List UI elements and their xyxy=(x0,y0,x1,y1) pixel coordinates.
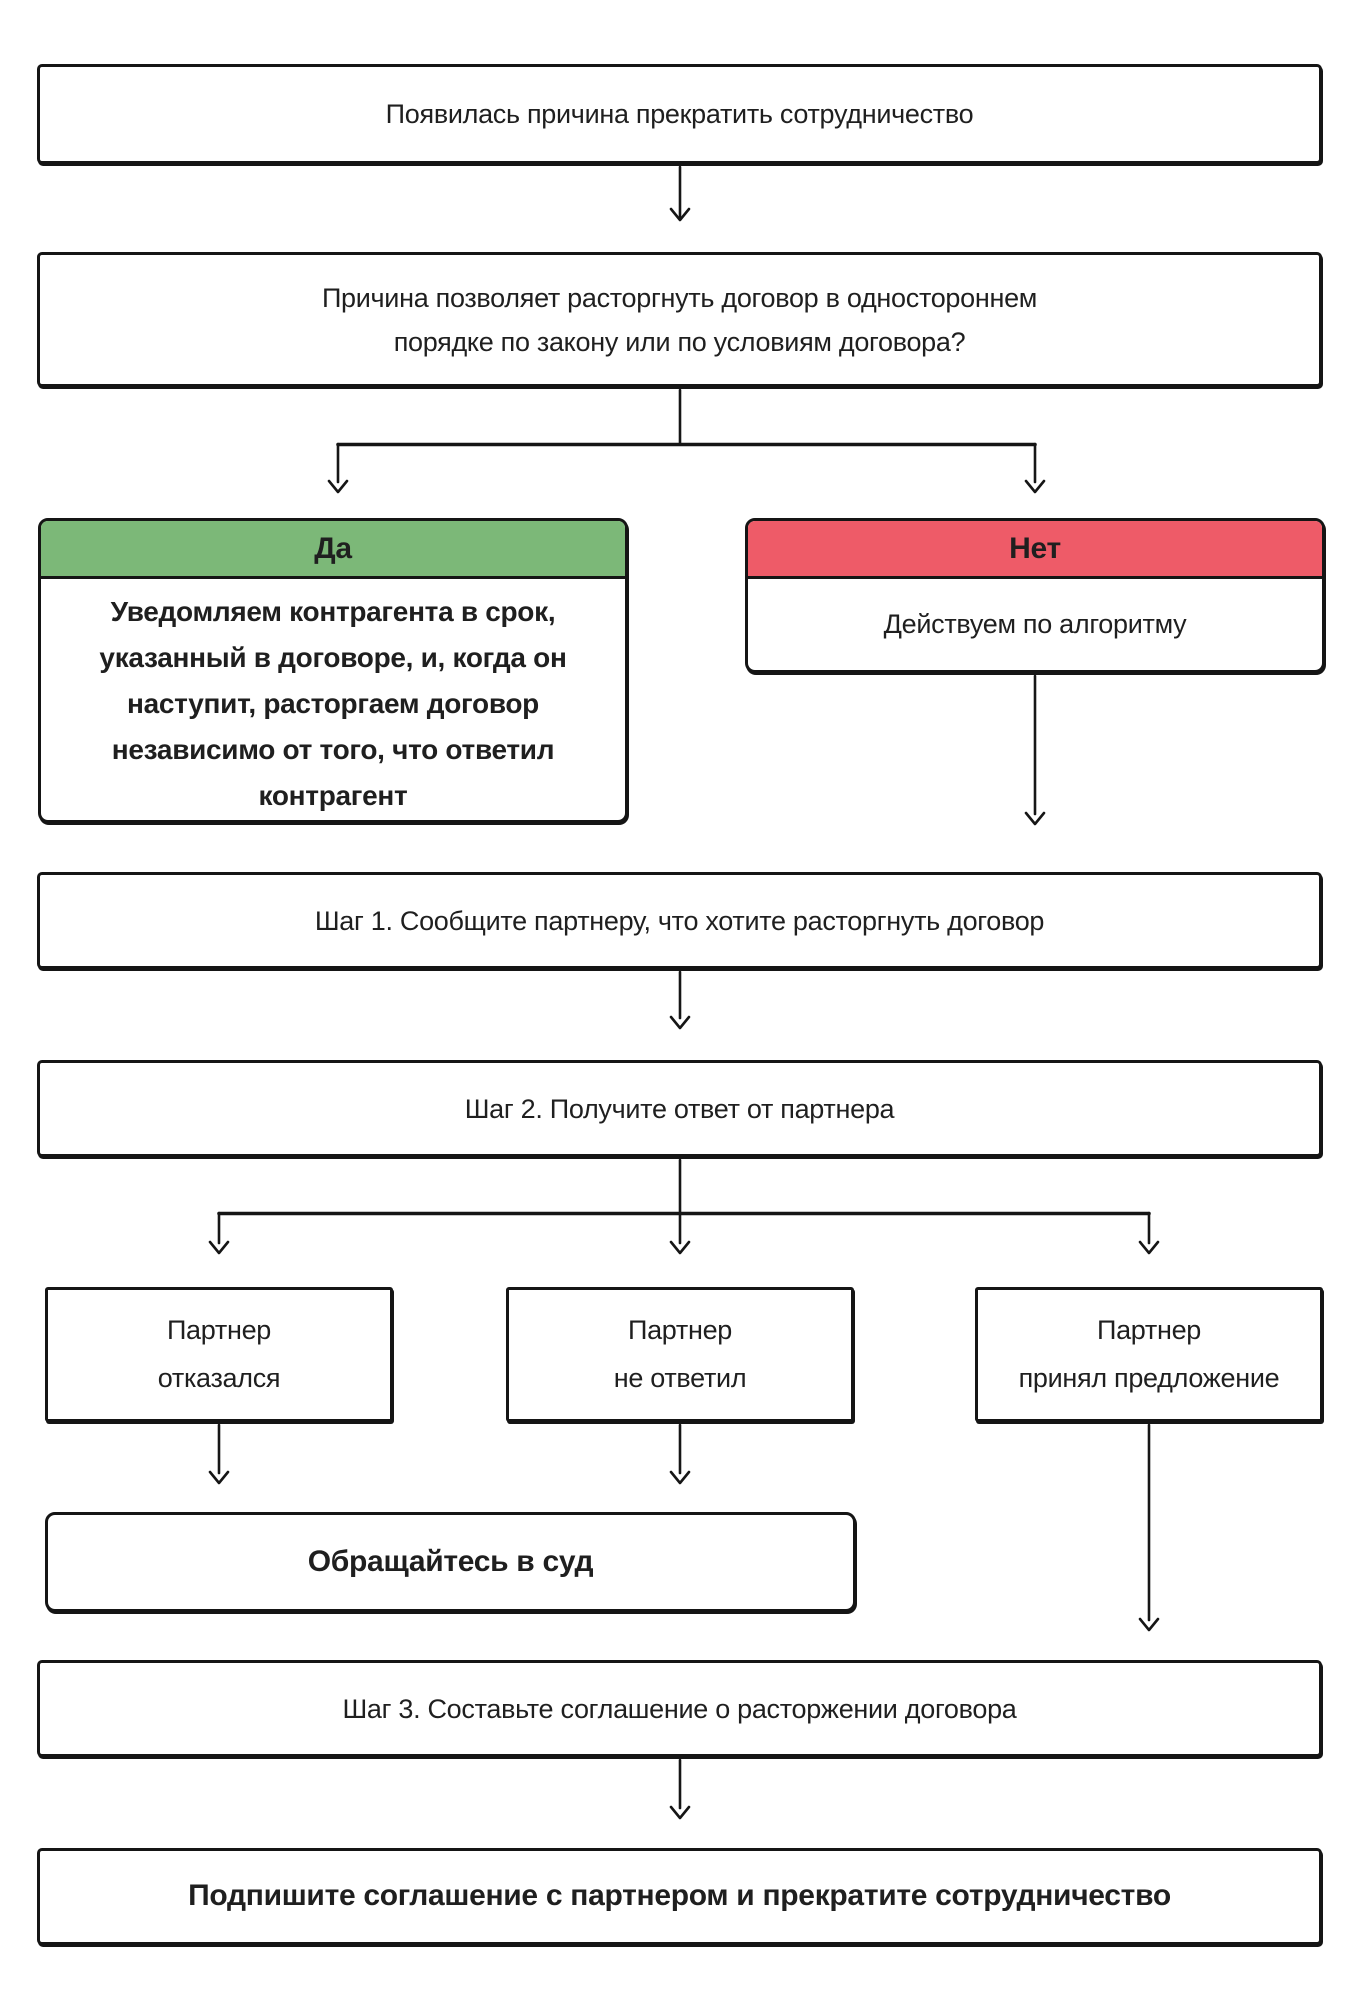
arrow-noanswer-to-court xyxy=(669,1423,691,1485)
step3-box: Шаг 3. Составьте соглашение о расторжени… xyxy=(37,1660,1322,1757)
no-box-body: Действуем по алгоритму xyxy=(748,579,1322,670)
outcome-refused-text: Партнер отказался xyxy=(157,1315,281,1393)
start-box: Появилась причина прекратить сотрудничес… xyxy=(37,64,1322,164)
outcome-accepted-text: Партнер принял предложение xyxy=(1018,1315,1280,1393)
arrow-step3-to-final xyxy=(669,1758,691,1820)
start-box-text: Появилась причина прекратить сотрудничес… xyxy=(385,99,974,129)
outcome-refused-box: Партнер отказался xyxy=(45,1287,393,1422)
outcome-no-answer-box: Партнер не ответил xyxy=(506,1287,854,1422)
no-box: Нет Действуем по алгоритму xyxy=(745,518,1325,673)
outcome-no-answer-text: Партнер не ответил xyxy=(613,1315,747,1393)
step2-box-text: Шаг 2. Получите ответ от партнера xyxy=(464,1093,895,1124)
final-box: Подпишите соглашение с партнером и прекр… xyxy=(37,1848,1322,1945)
yes-box-body: Уведомляем контрагента в срок, указанный… xyxy=(41,579,625,820)
branch-yes-no xyxy=(327,388,1046,494)
step1-box: Шаг 1. Сообщите партнеру, что хотите рас… xyxy=(37,872,1322,969)
no-box-body-text: Действуем по алгоритму xyxy=(883,608,1187,639)
court-box-text: Обращайтесь в суд xyxy=(307,1544,594,1578)
yes-box: Да Уведомляем контрагента в срок, указан… xyxy=(38,518,628,823)
step3-box-text: Шаг 3. Составьте соглашение о расторжени… xyxy=(342,1693,1017,1724)
step2-box: Шаг 2. Получите ответ от партнера xyxy=(37,1060,1322,1157)
no-box-header: Нет xyxy=(748,521,1322,579)
outcome-accepted-box: Партнер принял предложение xyxy=(975,1287,1323,1422)
court-box: Обращайтесь в суд xyxy=(45,1512,856,1612)
arrow-start-to-question xyxy=(669,165,691,222)
arrow-no-to-step1 xyxy=(1024,674,1046,826)
arrow-step1-to-step2 xyxy=(669,970,691,1030)
final-box-text: Подпишите соглашение с партнером и прекр… xyxy=(188,1879,1171,1913)
arrow-accepted-to-step3 xyxy=(1138,1423,1160,1632)
branch-outcomes xyxy=(208,1158,1160,1255)
arrow-refused-to-court xyxy=(208,1423,230,1485)
yes-box-header: Да xyxy=(41,521,625,579)
yes-box-body-text: Уведомляем контрагента в срок, указанный… xyxy=(99,596,567,811)
step1-box-text: Шаг 1. Сообщите партнеру, что хотите рас… xyxy=(314,905,1045,936)
question-box: Причина позволяет расторгнуть договор в … xyxy=(37,252,1322,387)
question-box-text: Причина позволяет расторгнуть договор в … xyxy=(321,282,1038,357)
